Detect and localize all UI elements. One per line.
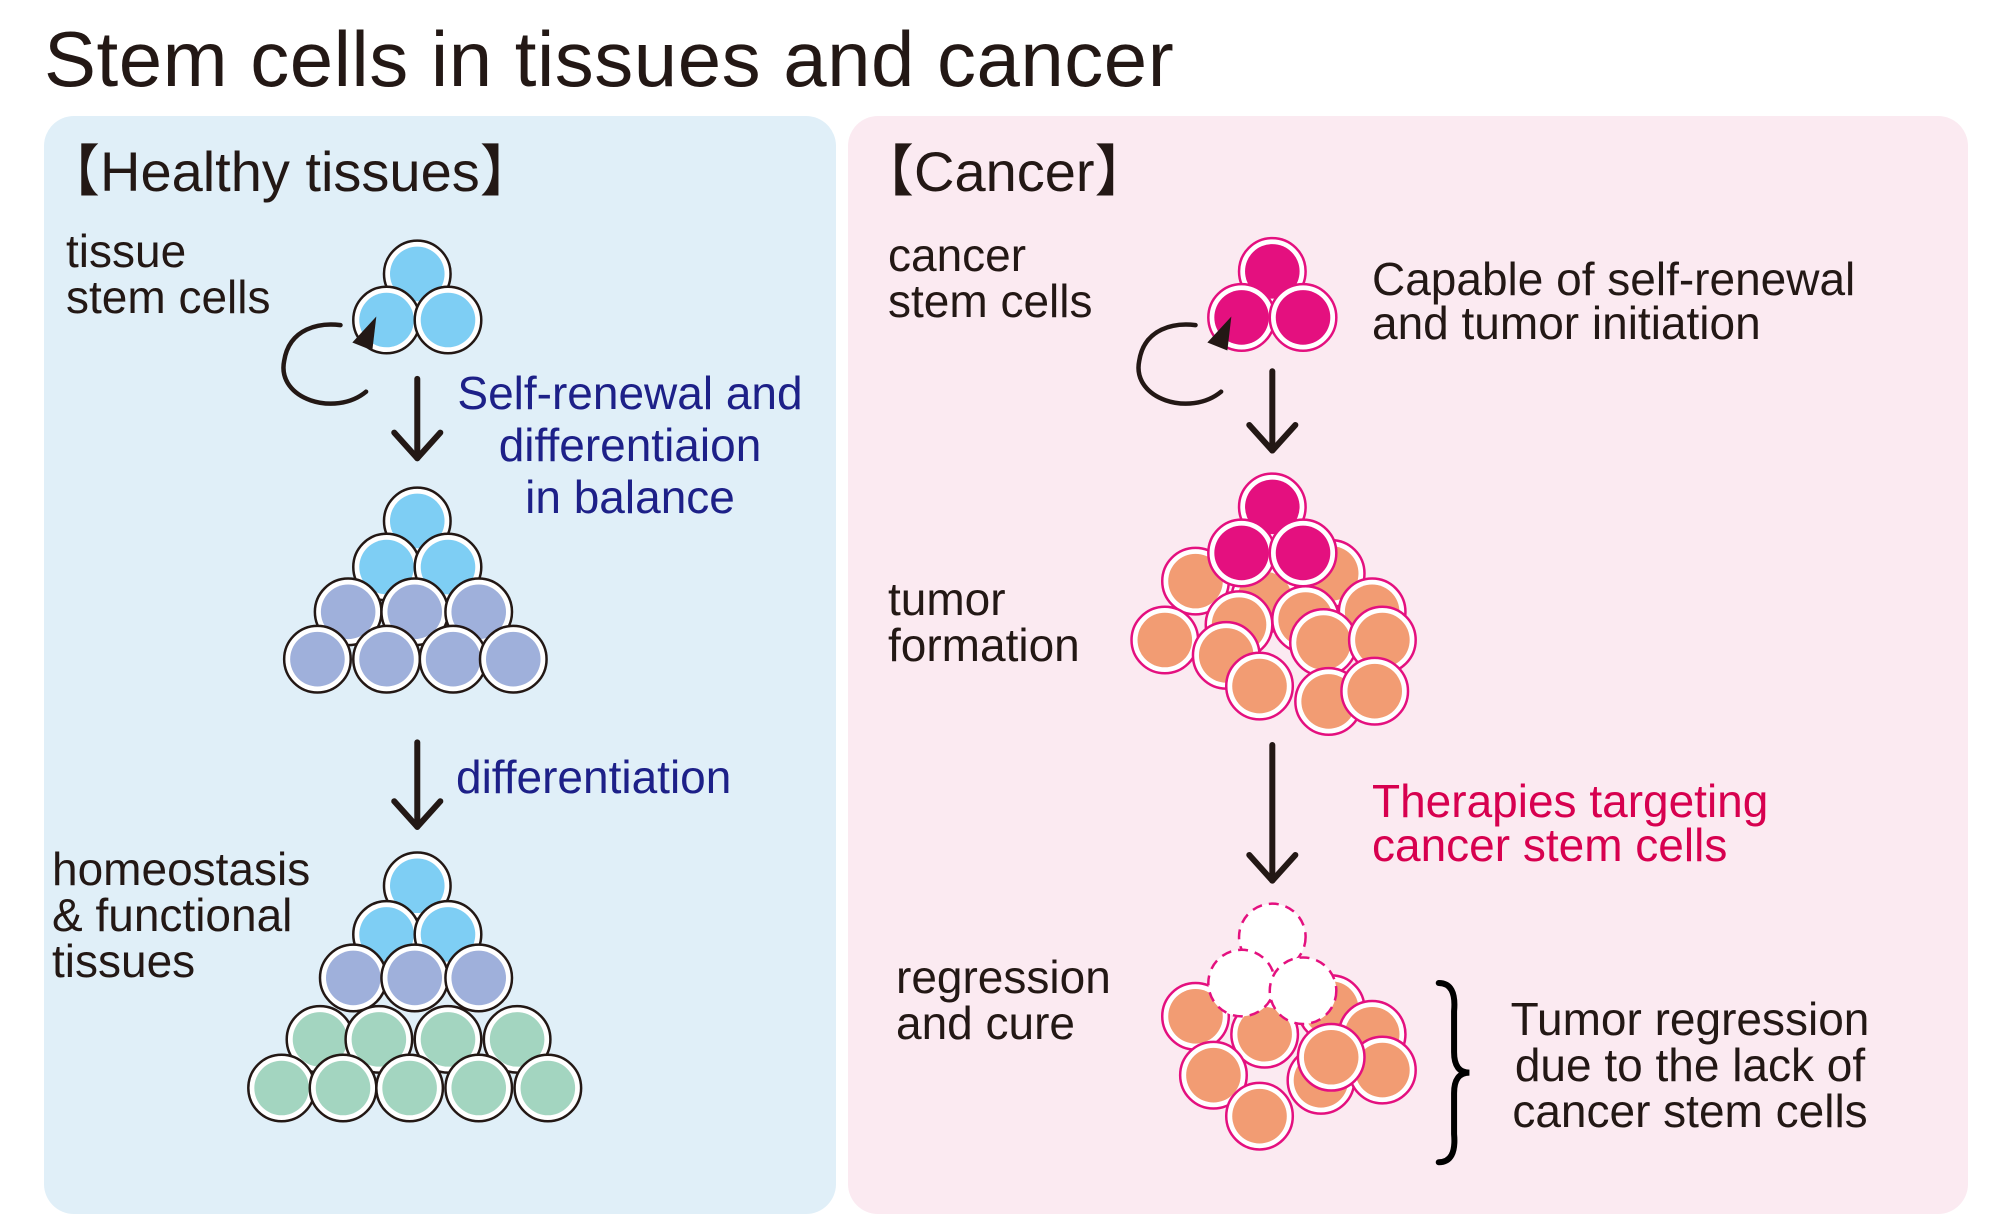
homeostasis-label-line3: tissues (52, 935, 196, 987)
stem-cell (382, 851, 452, 921)
progenitor-cell (418, 624, 488, 694)
tumor-cell (1230, 999, 1300, 1069)
capable-label-line1: Capable of self-renewal (1372, 253, 1856, 305)
balance-label-line1: Self-renewal and (457, 367, 803, 419)
page-title: Stem cells in tissues and cancer (44, 15, 1175, 103)
progenitor-cell (318, 943, 388, 1013)
lack-label-line1: Tumor regression (1510, 993, 1870, 1045)
tumor-cell (1340, 656, 1410, 726)
progenitor-cell (478, 624, 548, 694)
down-arrow (1246, 368, 1299, 454)
down-arrow (391, 739, 444, 830)
homeostasis-label-line2: & functional (52, 889, 293, 941)
progenitor-cell (380, 943, 450, 1013)
tumor-cell (1224, 651, 1295, 721)
differentiated-cell (413, 1004, 483, 1074)
progenitor-cell (444, 943, 514, 1013)
healthy-tissues-heading: 【Healthy tissues】 (44, 140, 536, 203)
tumor-formation-label-line1: tumor (888, 573, 1006, 625)
down-arrow (1246, 741, 1299, 884)
differentiated-cell (308, 1053, 378, 1123)
cancer-stem-cell (1207, 518, 1277, 588)
self-renewal-loop-arrow (281, 316, 377, 406)
cancer-panel (848, 116, 1968, 1214)
differentiated-cell (375, 1053, 445, 1123)
regression-label-line2: and cure (896, 997, 1076, 1049)
tumor-cell (1296, 1022, 1366, 1092)
therapy-label-line2: cancer stem cells (1372, 819, 1728, 871)
differentiated-cell (513, 1053, 583, 1123)
cancer-stem-cells-label-line2: stem cells (888, 275, 1093, 327)
tumor-cell (1224, 1081, 1295, 1151)
cancer-heading: 【Cancer】 (858, 140, 1151, 203)
lack-label-line2: due to the lack of (1514, 1039, 1866, 1091)
tumor-cell (1288, 608, 1359, 678)
down-arrow (391, 375, 444, 462)
tissue-stem-cells-label-line1: tissue (66, 225, 187, 277)
tumor-cell (1347, 1035, 1417, 1105)
tumor-cell (1130, 605, 1200, 675)
eliminated-stem-cell (1268, 956, 1338, 1026)
progenitor-cell (282, 624, 352, 694)
balance-label-line3: in balance (525, 471, 735, 523)
stem-cell (413, 285, 483, 355)
tumor-cell (1178, 1040, 1248, 1110)
tumor-formation-label-line2: formation (888, 619, 1080, 671)
tissue-stem-cells-label-line2: stem cells (66, 271, 271, 323)
differentiated-cell (247, 1053, 317, 1123)
differentiated-cell (344, 1004, 414, 1074)
eliminated-stem-cell (1207, 948, 1277, 1018)
homeostasis-label-line1: homeostasis (52, 843, 311, 895)
capable-label-line2: and tumor initiation (1372, 297, 1761, 349)
therapy-label-line1: Therapies targeting (1372, 775, 1769, 827)
cancer-stem-cells-label-line1: cancer (888, 229, 1027, 281)
tumor-cell (1347, 605, 1417, 675)
differentiation-label: differentiation (456, 751, 732, 803)
lack-label-line3: cancer stem cells (1512, 1085, 1868, 1137)
curly-bracket (1435, 980, 1470, 1166)
progenitor-cell (352, 624, 422, 694)
cancer-stem-cell (1268, 282, 1338, 352)
cancer-stem-cell (1268, 518, 1338, 588)
regression-label-line1: regression (896, 951, 1111, 1003)
self-renewal-loop-arrow (1136, 316, 1232, 406)
balance-label-line2: differentiaion (498, 419, 762, 471)
differentiated-cell (444, 1053, 514, 1123)
